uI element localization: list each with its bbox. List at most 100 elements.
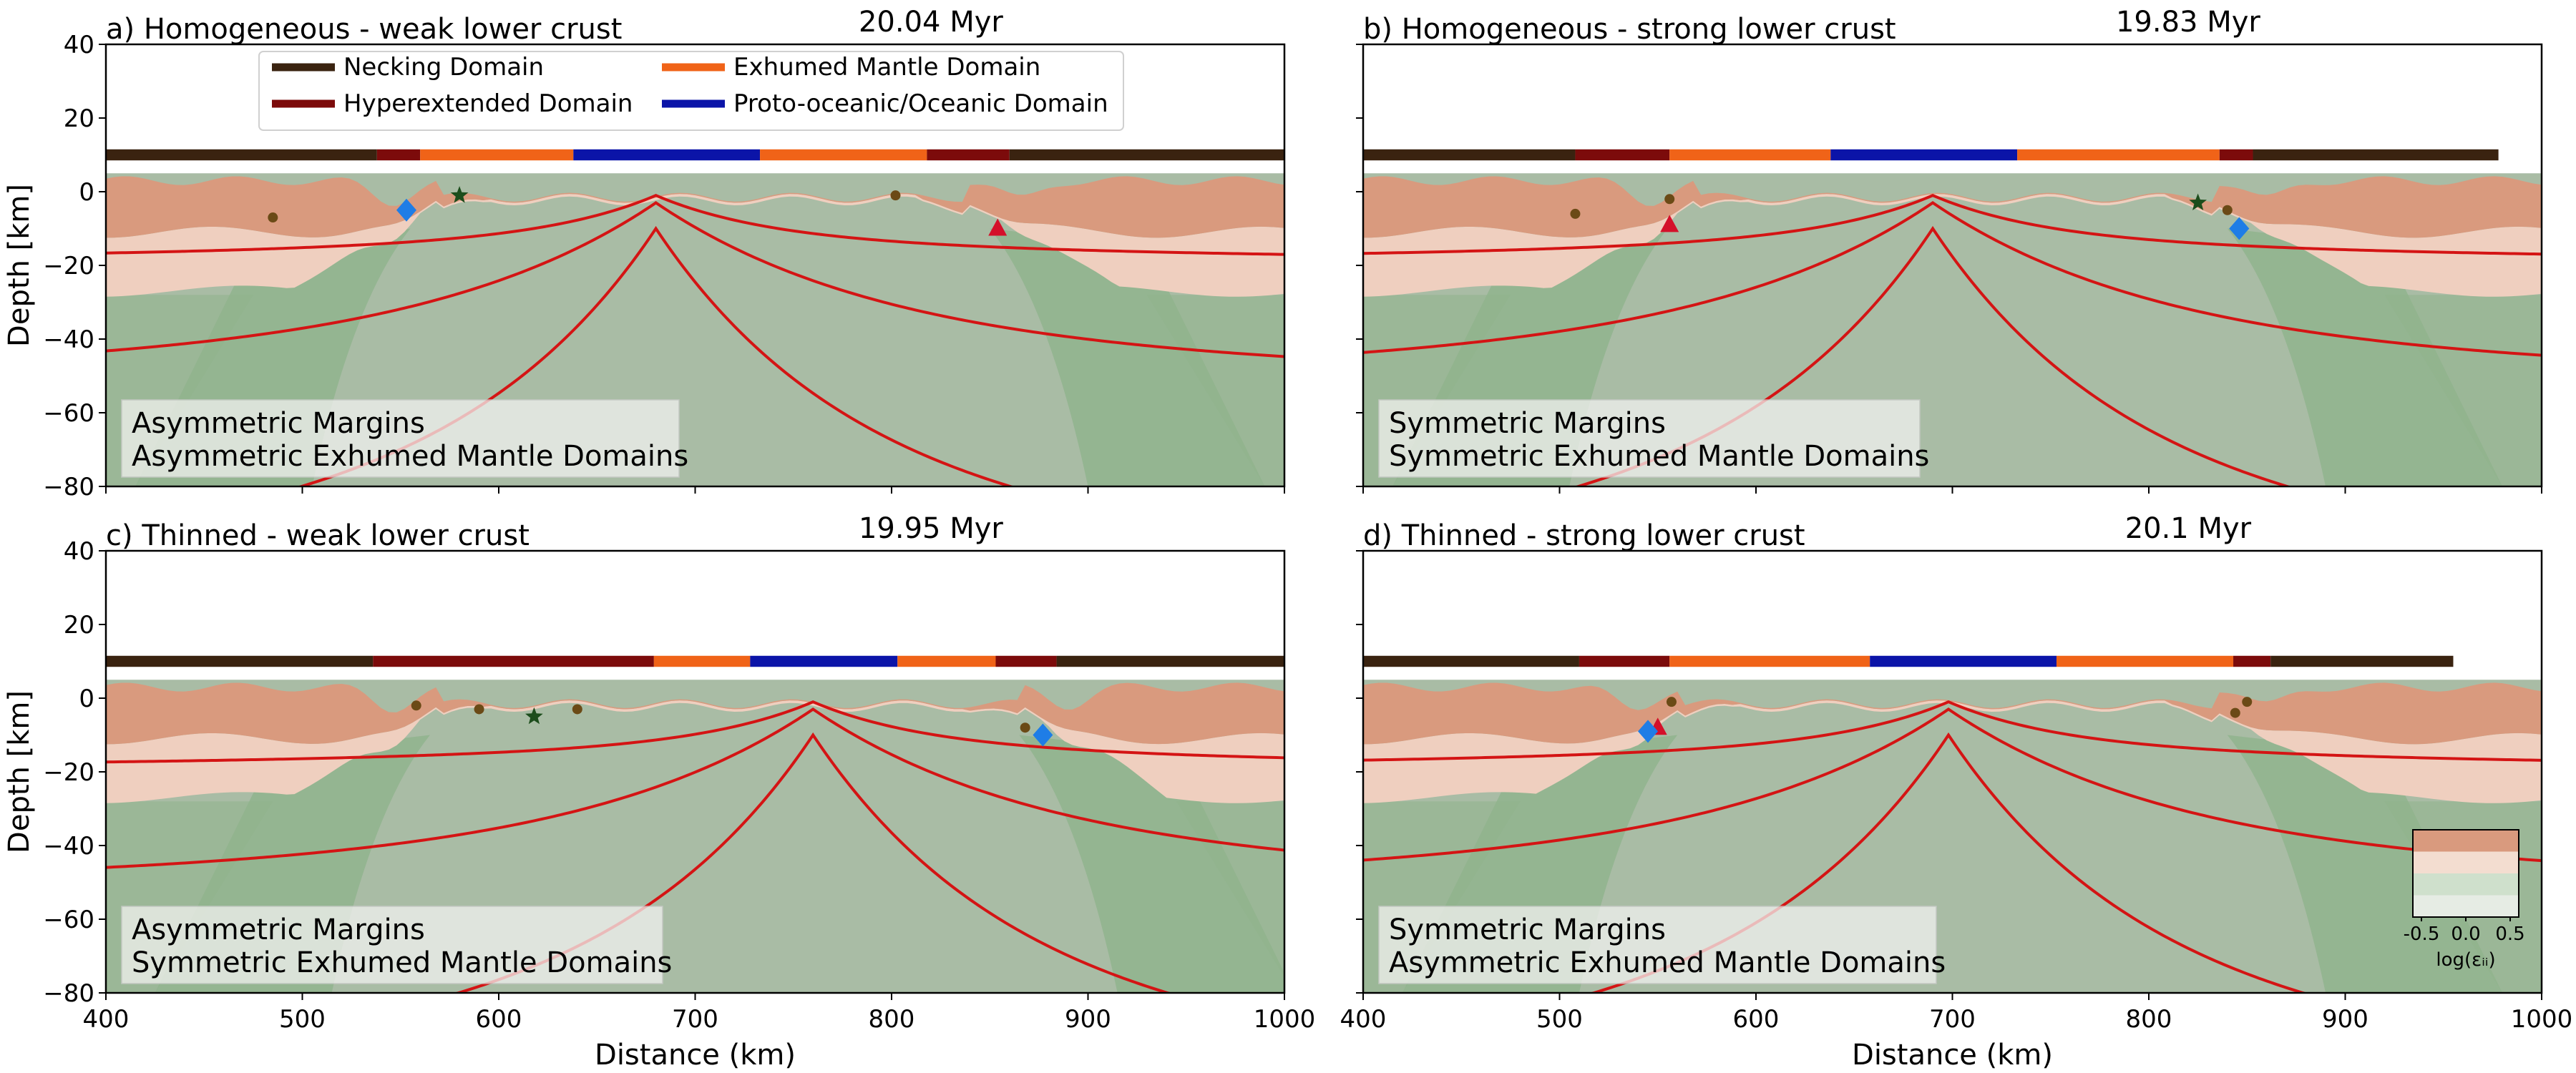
lower-crust-layer	[106, 700, 1284, 803]
right-shear-zone	[1019, 735, 1284, 993]
right-lithosphere	[1146, 295, 1284, 486]
colorbar-band	[2413, 895, 2519, 917]
domain-segment-2	[1579, 655, 1670, 667]
domain-segment-3	[653, 655, 751, 667]
domain-segment-3	[420, 149, 574, 161]
legend-label-2: Exhumed Mantle Domain	[733, 53, 1040, 82]
panel-title: c) Thinned - weak lower crust	[106, 519, 530, 552]
isotherm-line-3	[1589, 732, 2308, 993]
isotherm-line-2	[1363, 201, 2542, 357]
y-tick-label: −20	[43, 252, 94, 280]
right-lithosphere	[2384, 295, 2542, 486]
isotherm-line-3	[1573, 225, 2293, 486]
x-tick-label: 400	[1340, 1005, 1387, 1034]
y-tick-label: −40	[43, 832, 94, 861]
y-tick-label: 20	[64, 104, 94, 133]
domain-segment-6	[927, 149, 1010, 161]
y-tick-label: −80	[43, 473, 94, 501]
panels: 40 20 0 −20 −40 −60 −80 a) Homogeneous - weak l…	[3, 6, 2572, 1072]
annotation-box	[121, 906, 663, 984]
domain-segment-2	[373, 655, 654, 667]
upper-crust-layer	[1363, 176, 2542, 238]
marker-dot-2	[1664, 194, 1675, 205]
domain-segment-1	[1363, 655, 1579, 667]
annotation-line-1: Asymmetric Margins	[132, 407, 425, 440]
x-tick-label: 900	[2322, 1005, 2368, 1034]
x-tick-label: 500	[1536, 1005, 1583, 1034]
x-tick-label: 600	[476, 1005, 522, 1034]
right-lithosphere	[1176, 801, 1284, 993]
marker-dot-2	[890, 190, 901, 201]
marker-diamond	[2229, 217, 2250, 240]
domain-segment-6	[2219, 149, 2253, 161]
isotherm-line-2	[1363, 707, 2542, 863]
y-tick-label: 0	[79, 178, 94, 207]
domain-segment-5	[897, 655, 996, 667]
panel-time-label: 20.1 Myr	[2125, 512, 2252, 545]
right-shear-zone	[2227, 735, 2503, 993]
y-tick-label: −80	[43, 979, 94, 1008]
y-tick-label: −40	[43, 325, 94, 354]
annotation-line-1: Asymmetric Margins	[132, 913, 425, 946]
domain-segment-1	[1363, 149, 1576, 161]
domain-segment-2	[1575, 149, 1670, 161]
x-axis-label: Distance (km)	[595, 1039, 796, 1072]
x-tick-label: 800	[2126, 1005, 2172, 1034]
legend-label-3: Hyperextended Domain	[343, 89, 633, 118]
right-shear-zone	[990, 228, 1265, 486]
domain-segment-3	[1669, 149, 1831, 161]
domain-segment-7	[2253, 149, 2499, 161]
marker-diamond	[1033, 723, 1053, 747]
y-tick-label: 20	[64, 611, 94, 640]
marker-dot-2	[2230, 707, 2240, 718]
domain-segment-5	[760, 149, 927, 161]
colorbar-band	[2413, 873, 2519, 896]
marker-star	[450, 186, 469, 203]
domain-segment-5	[2017, 149, 2220, 161]
domain-segment-4	[750, 655, 898, 667]
domain-segment-6	[995, 655, 1057, 667]
y-tick-label: −60	[43, 906, 94, 934]
colorbar-tick-label: 0.5	[2495, 923, 2524, 945]
annotation-box	[121, 399, 680, 478]
y-tick-label: −20	[43, 758, 94, 787]
panel-title: a) Homogeneous - weak lower crust	[106, 13, 622, 46]
annotation-line-1: Symmetric Margins	[1389, 407, 1666, 440]
y-tick-label: 40	[64, 537, 94, 566]
marker-dot-1	[411, 700, 421, 711]
x-tick-label: 600	[1733, 1005, 1780, 1034]
isotherm-line-2	[106, 201, 1284, 358]
panel-title: b) Homogeneous - strong lower crust	[1363, 13, 1896, 46]
legend-label-1: Necking Domain	[343, 53, 544, 82]
panel-time-label: 19.83 Myr	[2116, 6, 2260, 39]
domain-segment-4	[1870, 655, 2057, 667]
domain-segment-1	[106, 655, 374, 667]
y-axis-label: Depth [km]	[3, 184, 36, 347]
domain-segment-4	[573, 149, 761, 161]
marker-star	[2189, 193, 2207, 210]
legend: Necking Domain Exhumed Mantle DomainHyper…	[258, 51, 1124, 131]
colorbar-band	[2413, 830, 2519, 852]
x-axis-label: Distance (km)	[1852, 1039, 2053, 1072]
annotation-line-1: Symmetric Margins	[1389, 913, 1666, 946]
marker-diamond	[396, 198, 416, 222]
plot-area	[106, 680, 1284, 993]
annotation-line-2: Asymmetric Exhumed Mantle Domains	[1389, 946, 1946, 979]
domain-segment-4	[1830, 149, 2018, 161]
domain-segment-6	[2233, 655, 2271, 667]
colorbar-band	[2413, 851, 2519, 873]
x-tick-label: 400	[83, 1005, 130, 1034]
isotherm-line-3	[453, 732, 1173, 993]
upper-crust-layer	[106, 682, 1284, 745]
annotation-line-2: Symmetric Exhumed Mantle Domains	[1389, 440, 1929, 473]
y-tick-label: 40	[64, 31, 94, 59]
marker-triangle	[1660, 215, 1679, 232]
right-shear-zone	[2227, 228, 2503, 486]
domain-segment-5	[2056, 655, 2234, 667]
domain-segment-7	[2270, 655, 2454, 667]
legend-label-4: Proto-oceanic/Oceanic Domain	[733, 89, 1108, 118]
marker-dot-2	[474, 704, 484, 715]
